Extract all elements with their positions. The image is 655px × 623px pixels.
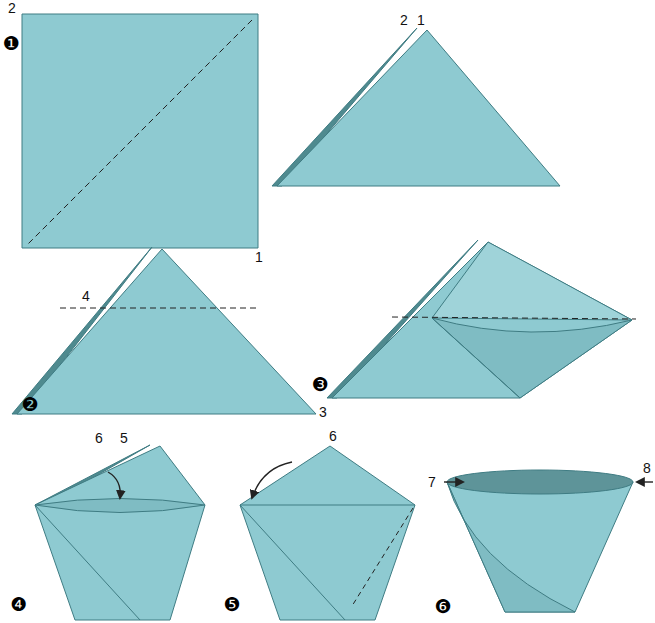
fold-line <box>60 308 256 309</box>
callout-number: 3 <box>319 405 327 419</box>
callout-number: 8 <box>643 461 651 475</box>
callout-number: 2 <box>400 13 408 27</box>
fold-edge <box>35 499 205 513</box>
fold-arrow <box>252 462 292 498</box>
fold-line <box>392 317 636 319</box>
fold-edge <box>35 505 140 620</box>
step-number: ❷ <box>21 395 38 414</box>
callout-number: 2 <box>8 1 16 15</box>
folded-triangle <box>277 30 560 186</box>
fold-arrow <box>108 472 120 498</box>
paper-cup <box>447 482 633 612</box>
fold-edge <box>240 505 345 620</box>
callout-number: 1 <box>255 250 263 264</box>
step-number: ❹ <box>10 595 27 614</box>
paper-top <box>432 242 632 320</box>
press-arrow <box>444 481 463 482</box>
callout-number: 5 <box>120 431 128 445</box>
step-number: ❻ <box>434 597 451 616</box>
cup-opening <box>447 470 633 494</box>
press-arrow <box>637 481 653 482</box>
fold-edge <box>240 505 415 506</box>
callout-number: 4 <box>82 289 90 303</box>
callout-number: 6 <box>329 429 337 443</box>
paper-square <box>22 14 258 248</box>
step-number: ❸ <box>311 375 328 394</box>
folded-triangle <box>17 249 316 414</box>
folded-paper <box>240 446 415 620</box>
callout-number: 1 <box>417 13 425 27</box>
cup-fold <box>447 482 575 612</box>
folded-paper <box>35 446 205 620</box>
folded-flap <box>432 318 632 398</box>
fold-line <box>28 20 252 244</box>
fold-edge <box>432 318 520 398</box>
folded-paper <box>332 242 632 398</box>
step-number: ❺ <box>223 595 240 614</box>
step-number: ❶ <box>2 34 19 53</box>
callout-number: 7 <box>428 475 436 489</box>
fold-line <box>352 508 413 606</box>
callout-number: 6 <box>95 431 103 445</box>
